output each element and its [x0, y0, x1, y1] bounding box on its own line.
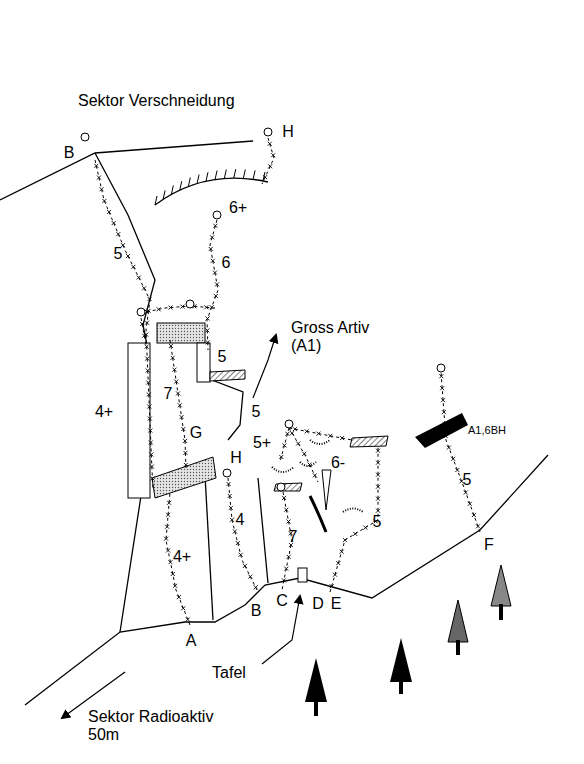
pointer-arrows: [62, 335, 300, 718]
route-label: 5: [463, 471, 472, 489]
climbing-routes: [94, 138, 480, 625]
overhang: [155, 169, 363, 512]
belay-anchor: [81, 128, 445, 491]
route-label: Tafel: [212, 664, 246, 682]
route-label: A: [186, 632, 197, 650]
route-label: Sektor Radioaktiv 50m: [88, 708, 218, 745]
route-label: 5: [114, 245, 123, 263]
route-label: 4+: [173, 548, 191, 566]
route-label: 6: [222, 254, 231, 272]
route-label: 4+: [95, 403, 113, 421]
route-label: G: [190, 424, 202, 442]
route-label: A1,6BH: [468, 424, 506, 437]
route-label: D: [312, 595, 324, 613]
route-label: B: [64, 144, 75, 162]
route-label: F: [484, 536, 494, 554]
route-label: 4: [236, 511, 245, 529]
route-label: Gross Artiv (A1): [291, 319, 381, 356]
route-label: 5: [373, 513, 382, 531]
route-label: 7: [289, 528, 298, 546]
route-label: Sektor Verschneidung: [78, 92, 235, 110]
route-label: H: [282, 123, 294, 141]
route-label: C: [276, 592, 288, 610]
trees: [305, 565, 511, 716]
route-label: H: [230, 449, 242, 467]
route-label: 5+: [253, 434, 271, 452]
route-label: B: [251, 602, 262, 620]
route-label: 5: [218, 348, 227, 366]
route-label: 5: [252, 403, 261, 421]
rock-features: [128, 323, 468, 582]
route-label: 6-: [331, 454, 345, 472]
route-label: E: [331, 595, 342, 613]
route-label: 7: [164, 385, 173, 403]
route-label: 6+: [229, 199, 247, 217]
rock-outline: [0, 141, 548, 705]
